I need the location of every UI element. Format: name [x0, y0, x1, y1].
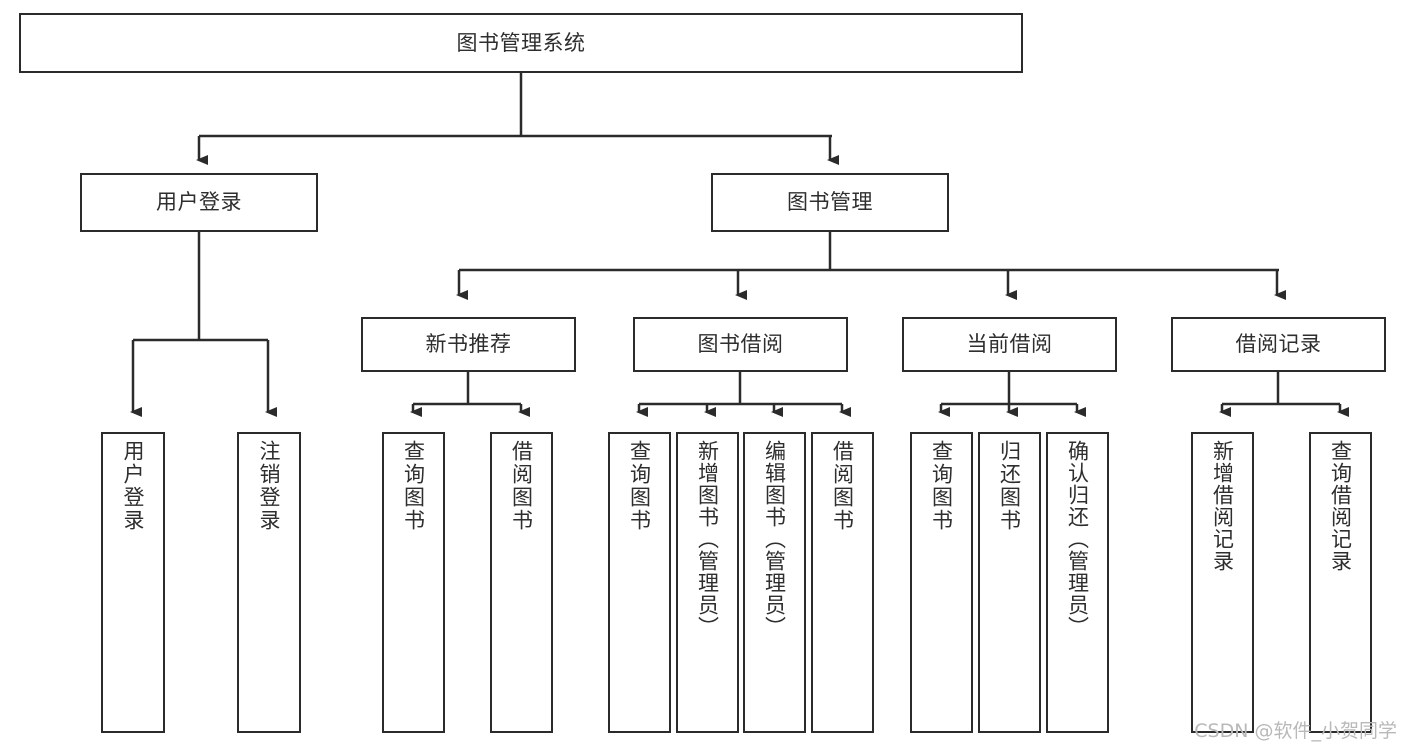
leaf-edit-book[interactable]: 编辑图书（管理员） [743, 432, 806, 733]
node-root-label: 图书管理系统 [456, 30, 586, 55]
node-root[interactable]: 图书管理系统 [19, 13, 1023, 73]
leaf-logout-login[interactable]: 注销登录 [237, 432, 301, 733]
node-current-borrow-label: 当前借阅 [966, 332, 1053, 357]
leaf-query-book-1[interactable]: 查询图书 [382, 432, 445, 733]
leaf-edit-book-label: 编辑图书（管理员） [762, 440, 787, 638]
leaf-logout-login-label: 注销登录 [257, 440, 282, 532]
leaf-query-book-1-label: 查询图书 [401, 440, 426, 532]
leaf-add-record[interactable]: 新增借阅记录 [1191, 432, 1254, 733]
leaf-borrow-book-1-label: 借阅图书 [509, 440, 534, 532]
leaf-query-record-label: 查询借阅记录 [1328, 440, 1353, 572]
leaf-add-book-label: 新增图书（管理员） [695, 440, 720, 638]
csdn-watermark: CSDN @软件_小贺同学 [1194, 720, 1397, 742]
node-current-borrow[interactable]: 当前借阅 [902, 317, 1117, 372]
node-book-manage[interactable]: 图书管理 [711, 173, 949, 232]
leaf-query-book-2[interactable]: 查询图书 [608, 432, 671, 733]
leaf-borrow-book-1[interactable]: 借阅图书 [490, 432, 553, 733]
leaf-query-book-2-label: 查询图书 [627, 440, 652, 532]
leaf-borrow-book-2-label: 借阅图书 [830, 440, 855, 532]
node-book-borrow[interactable]: 图书借阅 [633, 317, 848, 372]
node-book-manage-label: 图书管理 [787, 190, 873, 215]
leaf-return-book[interactable]: 归还图书 [978, 432, 1041, 733]
node-borrow-record-label: 借阅记录 [1235, 332, 1322, 357]
leaf-user-login[interactable]: 用户登录 [101, 432, 165, 733]
leaf-borrow-book-2[interactable]: 借阅图书 [811, 432, 874, 733]
node-user-login[interactable]: 用户登录 [80, 173, 318, 232]
leaf-query-book-3-label: 查询图书 [929, 440, 954, 532]
leaf-return-book-label: 归还图书 [997, 440, 1022, 532]
leaf-user-login-label: 用户登录 [121, 440, 146, 532]
leaf-add-book[interactable]: 新增图书（管理员） [676, 432, 739, 733]
leaf-query-book-3[interactable]: 查询图书 [910, 432, 973, 733]
leaf-confirm-return[interactable]: 确认归还（管理员） [1046, 432, 1109, 733]
leaf-add-record-label: 新增借阅记录 [1210, 440, 1235, 572]
leaf-confirm-return-label: 确认归还（管理员） [1065, 440, 1090, 638]
node-user-login-label: 用户登录 [156, 190, 242, 215]
node-new-book-recommend-label: 新书推荐 [425, 332, 512, 357]
node-borrow-record[interactable]: 借阅记录 [1171, 317, 1386, 372]
node-new-book-recommend[interactable]: 新书推荐 [361, 317, 576, 372]
node-book-borrow-label: 图书借阅 [697, 332, 784, 357]
leaf-query-record[interactable]: 查询借阅记录 [1309, 432, 1372, 733]
